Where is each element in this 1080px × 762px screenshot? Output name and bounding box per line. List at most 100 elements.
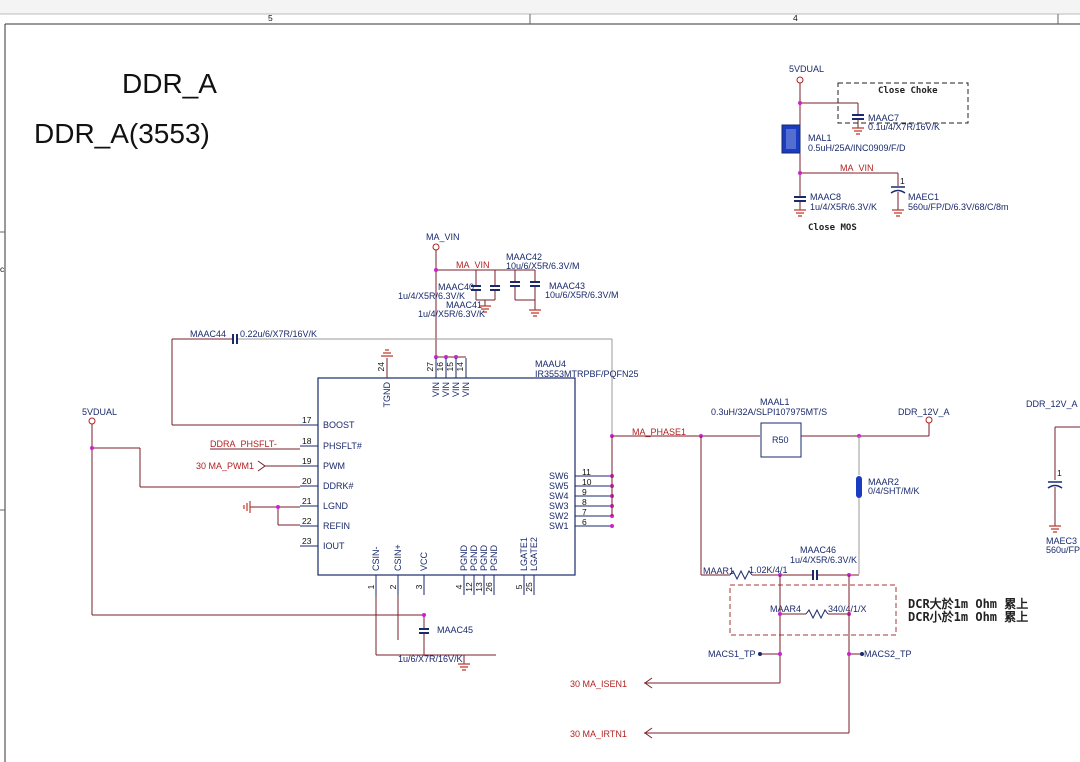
ref-maec1: MAEC1: [908, 192, 939, 202]
ground-symbol: [794, 209, 806, 217]
inductor-mal1-core: [786, 129, 796, 149]
note-dcr-greater: DCR大於1m Ohm 累上: [908, 596, 1028, 611]
ground-symbol: [852, 127, 864, 135]
ref-maac45: MAAC45: [437, 625, 473, 635]
ic-pin-name: PGND: [459, 544, 469, 571]
net-label-ma-pwm: 30 MA_PWM1: [196, 461, 254, 471]
cap-maac43: [530, 270, 540, 310]
bottom-nets: MAAC45 1u/6/X7R/16V/K: [375, 595, 496, 671]
ic-pin-name: DDRK#: [323, 481, 354, 491]
ground-symbol: [529, 309, 541, 317]
ref-maac44: MAAC44: [190, 329, 226, 339]
polarity-maec1: 1: [900, 176, 905, 186]
ic-pin-name: SW2: [549, 511, 569, 521]
ic-pin-number: 12: [464, 582, 474, 592]
ecap-maec1-curve: [890, 189, 906, 194]
ic-pin-name: IOUT: [323, 541, 345, 551]
junction: [422, 613, 426, 617]
ic-pin-number: 2: [388, 584, 398, 589]
ic-pin-name: REFIN: [323, 521, 350, 531]
resistor-maar2: [856, 476, 862, 498]
net-label-ddr12v-right: DDR_12V_A: [1026, 399, 1078, 409]
junction: [847, 652, 851, 656]
vin-decoupling-block: MA_VIN MA_VIN: [398, 232, 619, 360]
ic-pin-number: 4: [454, 584, 464, 589]
ic-pin-name: TGND: [382, 382, 392, 408]
ref-maac8: MAAC8: [810, 192, 841, 202]
ic-pin-number: 27: [425, 362, 435, 372]
ic-body: [317, 377, 576, 576]
ref-maar2: MAAR2: [868, 477, 899, 487]
testpoint-macs1: MACS1_TP: [708, 649, 756, 659]
value-maac41: 1u/4/X5R/6.3V/K: [418, 309, 485, 319]
net-label-ma-irtn: 30 MA_IRTN1: [570, 729, 627, 739]
note-close-mos: Close MOS: [808, 223, 857, 233]
ref-maac46: MAAC46: [800, 545, 836, 555]
ic-pin-name: CSIN-: [371, 546, 381, 571]
ref-maar4: MAAR4: [770, 604, 801, 614]
offpage-arrow: [644, 677, 653, 689]
junction: [90, 446, 94, 450]
output-stage: MA_PHASE1 MAAL1 0.3uH/32A/SLPI107975MT/S…: [570, 397, 1028, 739]
ic-pin-number: 20: [302, 476, 312, 486]
value-maec3: 560u/FP: [1046, 545, 1080, 555]
ic-pin-name: LGND: [323, 501, 349, 511]
junction: [454, 355, 458, 359]
ic-pin-name: PGND: [489, 544, 499, 571]
ic-pin-number: 24: [376, 362, 386, 372]
ground-symbol: [479, 305, 491, 313]
input-filter-block: 5VDUAL MAAC7 0.1u/4/X7R/16V/K Close Chok…: [781, 64, 1009, 233]
net-label-ddr12v: DDR_12V_A: [898, 407, 950, 417]
value-maal1: 0.3uH/32A/SLPI107975MT/S: [711, 407, 827, 417]
junction: [778, 612, 782, 616]
ic-pin-name: SW4: [549, 491, 569, 501]
inductor-mal1: [781, 124, 801, 154]
ref-maec3: MAEC3: [1046, 536, 1077, 546]
ref-maac7: MAAC7: [868, 113, 899, 123]
ic-pin-name: VIN: [431, 382, 441, 397]
frame-column-label: 5: [268, 13, 273, 23]
boost-cap-block: MAAC44 0.22u/6/X7R/16V/K: [171, 329, 613, 436]
net-label-5vdual-top: 5VDUAL: [789, 64, 824, 74]
top-ruler: [0, 0, 1080, 14]
ic-pin-number: 26: [484, 582, 494, 592]
junction: [276, 505, 280, 509]
sheet-subtitle: DDR_A(3553): [34, 118, 210, 149]
ic-pin-number: 25: [524, 582, 534, 592]
junction: [434, 268, 438, 272]
ic-pin-name: SW5: [549, 481, 569, 491]
value-maau4: IR3553MTRPBF/PQFN25: [535, 369, 639, 379]
ic-pin-name: VIN: [451, 382, 461, 397]
ic-pin-number: 10: [582, 477, 592, 487]
note-close-choke: Close Choke: [878, 86, 938, 96]
ic-pin-number: 16: [435, 362, 445, 372]
right-edge-block: DDR_12V_A 1 MAEC3 560u/FP: [1026, 399, 1080, 555]
ic-pin-name: VIN: [461, 382, 471, 397]
ref-maal1: MAAL1: [760, 397, 790, 407]
cap-maac40: [471, 270, 481, 300]
ic-pin-name: VCC: [419, 551, 429, 571]
offpage-arrow: [644, 727, 653, 739]
maal1-body-label: R50: [772, 435, 789, 445]
ic-pin-name: SW6: [549, 471, 569, 481]
ground-symbol: [381, 349, 393, 357]
ic-pin-name: VIN: [441, 382, 451, 397]
ic-pin-number: 1: [366, 584, 376, 589]
ic-pin-number: 5: [514, 584, 524, 589]
ref-maau4: MAAU4: [535, 359, 566, 369]
ic-pin-number: 13: [474, 582, 484, 592]
ic-pin-number: 8: [582, 497, 587, 507]
junction: [434, 355, 438, 359]
ic-pin-name: PWM: [323, 461, 345, 471]
net-label-ma-vin-top: MA_VIN: [840, 163, 874, 173]
ic-pin-number: 17: [302, 415, 312, 425]
ic-pin-number: 7: [582, 507, 587, 517]
ic-pin-number: 3: [414, 584, 424, 589]
ref-maac43: MAAC43: [549, 281, 585, 291]
ic-pin-name: PHSFLT#: [323, 441, 362, 451]
value-maar1: 1.02K/4/1: [749, 565, 788, 575]
value-maac40: 1u/4/X5R/6.3V/K: [398, 291, 465, 301]
ic-pin-number: 23: [302, 536, 312, 546]
